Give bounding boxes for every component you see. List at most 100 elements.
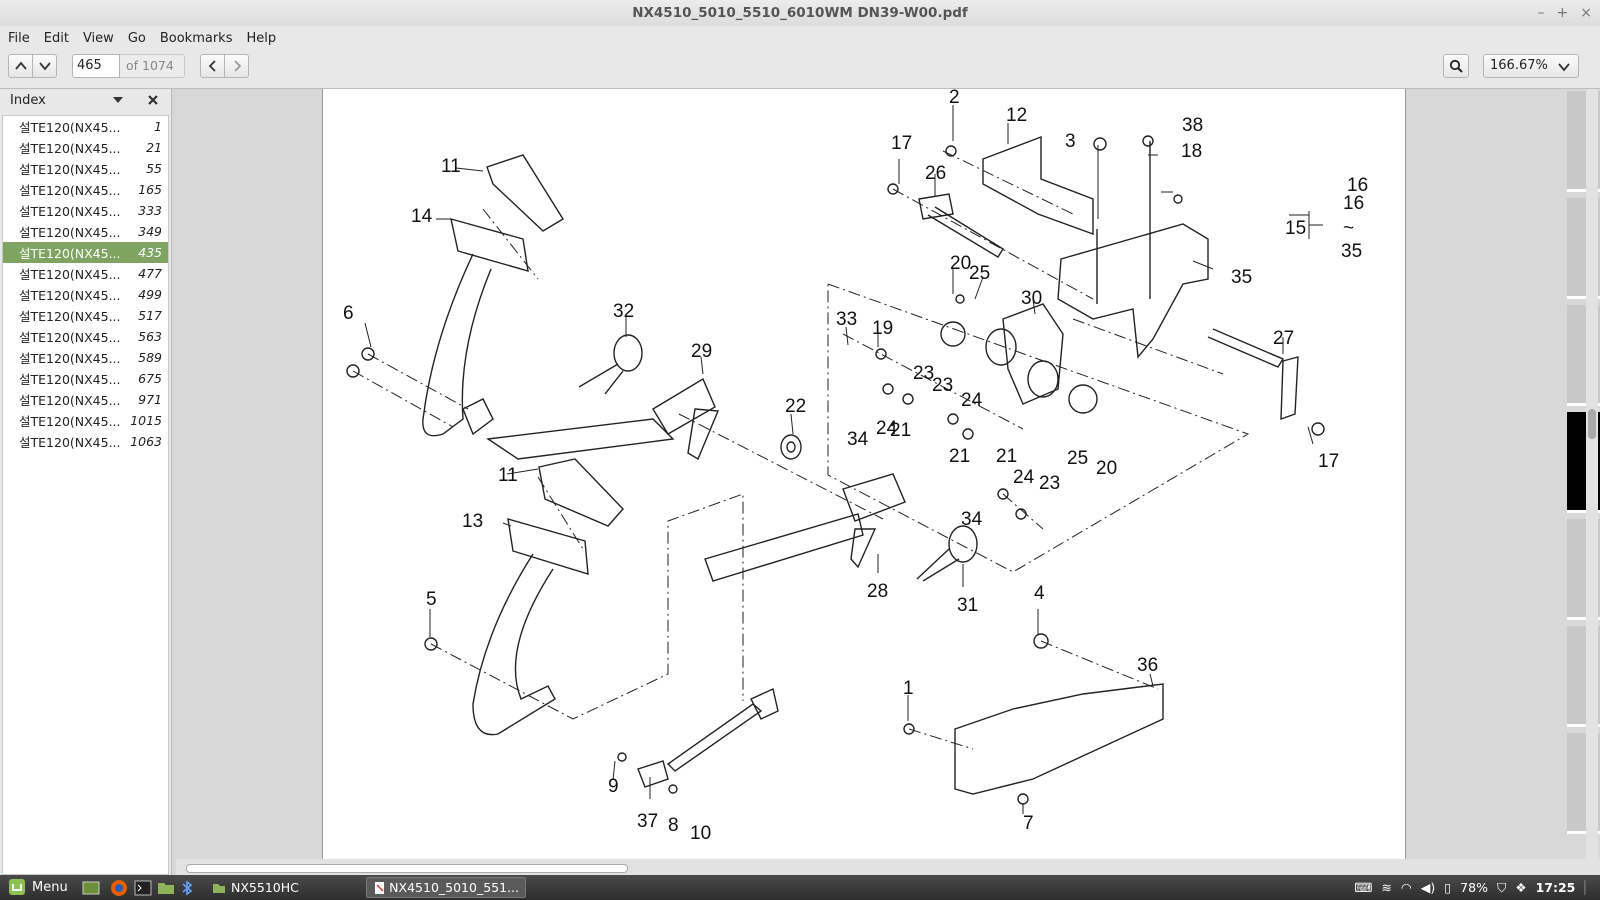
bluetooth-icon[interactable] — [180, 879, 194, 897]
close-window-icon[interactable]: × — [1580, 5, 1592, 21]
chevron-up-icon — [14, 61, 27, 70]
horizontal-scroll-thumb[interactable] — [186, 864, 628, 873]
index-item[interactable]: 설TE120(NX45...55 — [3, 158, 168, 179]
wifi-icon[interactable]: ◠ — [1400, 880, 1412, 895]
next-page-button[interactable] — [32, 54, 57, 78]
index-item-page: 563 — [138, 329, 162, 344]
menu-view[interactable]: View — [82, 30, 114, 46]
menu-bookmarks[interactable]: Bookmarks — [159, 30, 233, 46]
index-item[interactable]: 설TE120(NX45... 333 — [3, 200, 168, 221]
index-item-label: 설TE120(NX45... — [19, 372, 121, 387]
callout-label: 5 — [426, 589, 437, 610]
index-item[interactable]: 설TE120(NX45...435 — [3, 242, 168, 263]
close-icon[interactable] — [146, 93, 160, 107]
callout-label: 8 — [668, 815, 679, 836]
index-item[interactable]: 설TE120(NX45...1063 — [3, 431, 168, 452]
callout-label: 6 — [343, 303, 354, 324]
dropbox-icon[interactable]: ❖ — [1515, 880, 1527, 895]
index-item-label: 설TE120(NX45... — [19, 162, 121, 177]
history-back-button[interactable] — [200, 54, 225, 78]
index-item[interactable]: 설TE120(NX45...1015 — [3, 410, 168, 431]
dropdown-arrow-icon[interactable] — [112, 95, 124, 105]
history-forward-button[interactable] — [224, 54, 249, 78]
folder-icon[interactable] — [157, 879, 175, 897]
minimize-icon[interactable]: – — [1537, 5, 1545, 21]
index-item-label: 설TE120(NX45... — [19, 120, 121, 135]
index-item-label: 설TE120(NX45... — [19, 204, 121, 219]
menu-edit[interactable]: Edit — [43, 30, 69, 46]
index-item[interactable]: 설TE120(NX45...517 — [3, 305, 168, 326]
callout-label: 7 — [1023, 813, 1034, 834]
task-label: NX5510HC — [231, 880, 299, 895]
callout-label: 23 — [1039, 473, 1060, 494]
mint-logo-icon — [9, 879, 25, 895]
callout-label: 3 — [1065, 131, 1076, 152]
index-item-label: 설TE120(NX45... — [19, 330, 121, 345]
battery-percent: 78% — [1460, 880, 1488, 895]
zoom-value: 166.67% — [1490, 58, 1548, 73]
vertical-scroll-thumb[interactable] — [1588, 409, 1596, 439]
index-item[interactable]: 설TE120(NX45...1 — [3, 116, 168, 137]
page-number-input[interactable]: 465 — [72, 54, 120, 78]
task-nx5510hc[interactable]: NX5510HC — [206, 877, 356, 898]
index-item[interactable]: 설TE120(NX45...675 — [3, 368, 168, 389]
index-item[interactable]: 설TE120(NX45...165 — [3, 179, 168, 200]
desktop-edge[interactable]: ▏ — [1584, 880, 1594, 895]
index-item[interactable]: 설TE120(NX45...349 — [3, 221, 168, 242]
chevron-left-icon — [208, 60, 216, 72]
index-item-page: 1015 — [130, 413, 162, 428]
vertical-scrollbar[interactable] — [1586, 89, 1598, 859]
index-item-label: 설TE120(NX45... — [19, 351, 121, 366]
maximize-icon[interactable]: + — [1556, 5, 1569, 21]
callout-label: 2 — [949, 89, 960, 108]
volume-icon[interactable]: ◀) — [1420, 880, 1436, 895]
callout-label: 23 — [913, 363, 934, 384]
folder-icon — [213, 883, 225, 893]
keyboard-icon[interactable]: ⌨ — [1354, 880, 1373, 895]
index-item-page: 971 — [138, 392, 162, 407]
menu-file[interactable]: File — [8, 30, 30, 46]
index-item[interactable]: 설TE120(NX45...477 — [3, 263, 168, 284]
callout-label: 29 — [691, 341, 712, 362]
index-item[interactable]: 설TE120(NX45...21 — [3, 137, 168, 158]
menu-help[interactable]: Help — [246, 30, 277, 46]
terminal-icon[interactable] — [134, 879, 152, 897]
index-item-label: 설TE120(NX45... — [19, 309, 121, 324]
menu-go[interactable]: Go — [127, 30, 146, 46]
callout-label: 21 — [996, 446, 1017, 467]
chevron-right-icon — [233, 60, 241, 72]
window-title-bar: NX4510_5010_5510_6010WM DN39-W00.pdf – +… — [0, 0, 1600, 26]
task-pdf-viewer[interactable]: NX4510_5010_551... — [366, 877, 526, 898]
battery-icon[interactable]: ▯ — [1444, 880, 1452, 895]
callout-label: 12 — [1006, 105, 1027, 126]
callout-label: 28 — [867, 581, 888, 602]
sidebar-resize-handle[interactable] — [171, 559, 175, 579]
index-item-page: 349 — [138, 224, 162, 239]
start-menu-button[interactable]: Menu — [8, 878, 68, 896]
index-item[interactable]: 설TE120(NX45...971 — [3, 389, 168, 410]
callout-label: 24 — [876, 418, 898, 439]
clock: 17:25 — [1535, 880, 1576, 895]
shield-icon[interactable]: ⛉ — [1496, 879, 1507, 895]
index-item[interactable]: 설TE120(NX45... 563 — [3, 326, 168, 347]
callout-label: 11 — [498, 465, 518, 486]
callout-label: 33 — [836, 309, 857, 330]
index-item-page: 333 — [138, 203, 162, 218]
network-icon[interactable]: ≋ — [1381, 880, 1392, 895]
index-item[interactable]: 설TE120(NX45...589 — [3, 347, 168, 368]
horizontal-scrollbar[interactable] — [176, 859, 1600, 875]
callout-label: 21 — [890, 420, 911, 441]
index-item-page: 477 — [138, 266, 162, 281]
sidebar-title: Index — [10, 93, 46, 108]
firefox-icon[interactable] — [110, 879, 128, 897]
search-button[interactable] — [1443, 54, 1469, 78]
callout-label: 14 — [411, 206, 433, 227]
callout-label: 35 — [1231, 267, 1252, 288]
previous-page-button[interactable] — [8, 54, 33, 78]
show-desktop-icon[interactable] — [82, 879, 100, 897]
zoom-select[interactable]: 166.67% — [1483, 54, 1579, 78]
index-item[interactable]: 설TE120(NX45...499 — [3, 284, 168, 305]
